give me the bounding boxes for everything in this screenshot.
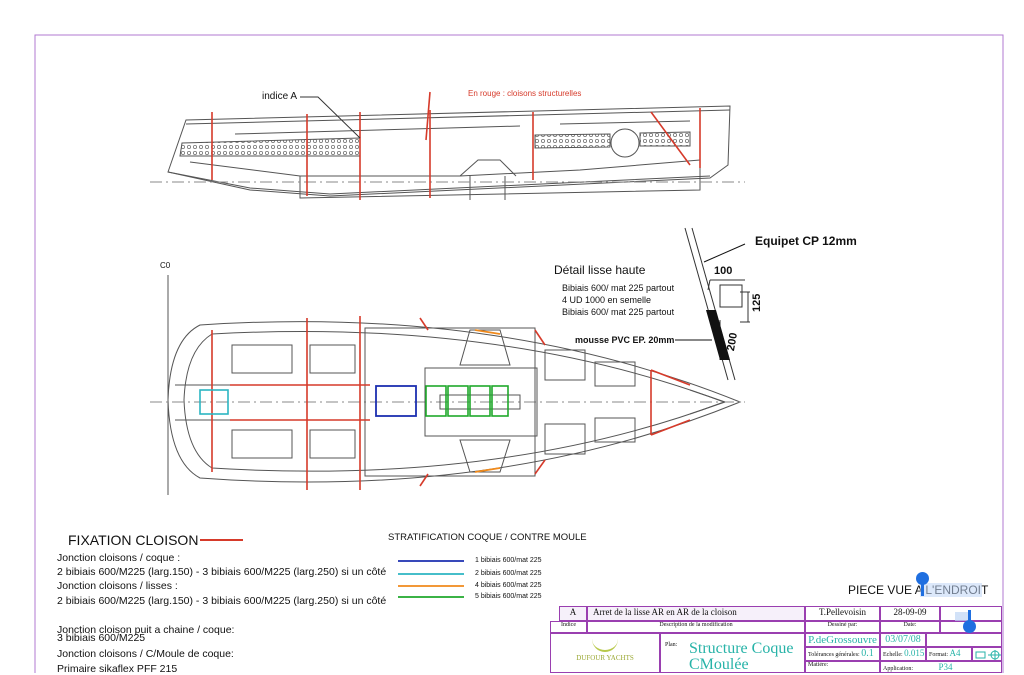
company-logo-icon [592, 638, 618, 652]
cursor-handle-bottom-stem [968, 610, 971, 622]
header-indice: Indice [561, 622, 576, 628]
cursor-handle-top-stem [921, 582, 924, 596]
en-rouge-label: En rouge : cloisons structurelles [468, 89, 582, 98]
strat-orange-marks [474, 329, 501, 473]
fixation-title: FIXATION CLOISON [68, 532, 199, 548]
header-dessine-cell: Dessiné par: [805, 621, 880, 633]
header-description: Description de la modification [659, 622, 733, 628]
company-name: DUFOUR YACHTS [576, 654, 634, 662]
fixation-line-4: 2 bibiais 600/M225 (larg.150) - 3 bibiai… [57, 595, 387, 607]
strat-item-4: 5 bibiais 600/mat 225 [475, 593, 542, 600]
dim-100-label: 100 [714, 265, 733, 277]
drawn-date: 03/07/08 [885, 634, 921, 645]
rev-letter: A [569, 607, 577, 617]
structural-bulkheads-side [211, 91, 701, 200]
tolerances-value: 0.1 [861, 648, 874, 659]
rev-letter-cell: A [559, 606, 587, 621]
piece-vue-selection [920, 583, 982, 597]
detail-line-1: Bibiais 600/ mat 225 partout [562, 283, 675, 293]
format-value: A4 [949, 648, 961, 658]
matiere-cell: Matière: [805, 661, 880, 673]
projection-symbol-icon [975, 650, 1001, 660]
strat-cyan-rect [199, 389, 229, 415]
header-date-cell: Date: [880, 621, 940, 633]
plan-label: Plan: [665, 642, 678, 648]
rev-extra-cell [940, 606, 1002, 621]
echelle-cell: Echelle: 0.015 [880, 647, 926, 661]
indice-label: indice A [262, 91, 298, 102]
echelle-value: 0.015 [904, 648, 925, 658]
header-date: Date: [903, 622, 917, 628]
fixation-line-6: 3 bibiais 600/M225 [57, 632, 146, 644]
header-indice-cell: Indice [550, 621, 587, 633]
rev-author-cell: T.Pellevoisin [805, 606, 880, 621]
mousse-label: mousse PVC EP. 20mm [575, 335, 675, 345]
fixation-line-5: Jonction cloison puit a chaine / coque: [57, 624, 235, 636]
company-logo-cell: DUFOUR YACHTS [550, 633, 660, 673]
format-label: Format: [929, 652, 948, 658]
cursor-handle-bottom[interactable] [963, 620, 976, 633]
rev-desc: Arret de la lisse AR en AR de la cloison [593, 607, 737, 617]
equipet-leader [703, 243, 746, 263]
projection-cell [972, 647, 1002, 661]
window-hatch-aft [179, 137, 361, 157]
strat-blue-rect [375, 385, 417, 417]
equipet-label: Equipet CP 12mm [755, 234, 857, 248]
strat-item-1: 1 bibiais 600/mat 225 [475, 557, 542, 564]
rev-author: T.Pellevoisin [818, 607, 867, 617]
drawn-date-cell: 03/07/08 [880, 633, 926, 647]
strat-item-2: 2 bibiais 600/mat 225 [475, 570, 542, 577]
echelle-label: Echelle: [883, 652, 903, 658]
rev-date: 28-09-09 [893, 607, 927, 617]
rev-date-cell: 28-09-09 [880, 606, 940, 621]
plan-name-2: CMoulée [689, 656, 749, 673]
fixation-line-8: Primaire sikaflex PFF 215 [57, 663, 178, 675]
fixation-line-3: Jonction cloisons / lisses : [57, 580, 178, 592]
cursor-handle-top[interactable] [916, 572, 929, 585]
dim-125-label: 125 [751, 293, 763, 312]
header-dessine: Dessiné par: [827, 622, 858, 628]
detail-line-2: 4 UD 1000 en semelle [562, 295, 652, 305]
format-cell: Format: A4 [926, 647, 972, 661]
selection-highlight [955, 612, 969, 621]
drawn-by: P.deGrossouvre [808, 634, 877, 646]
header-desc-cell: Description de la modification [587, 621, 805, 633]
fixation-line-2: 2 bibiais 600/M225 (larg.150) - 3 bibiai… [57, 566, 387, 578]
sheet-frame [34, 34, 1004, 673]
hull-plan-view [150, 321, 745, 483]
window-hatch-fwd [534, 133, 611, 149]
window-hatch-fwd2 [639, 131, 691, 147]
detail-line-3: Bibiais 600/ mat 225 partout [562, 307, 675, 317]
strat-item-3: 4 bibiais 600/mat 225 [475, 582, 542, 589]
tolerances-cell: Tolérances générales: 0.1 [805, 647, 880, 661]
drawn-by-cell: P.deGrossouvre [805, 633, 880, 647]
structural-bulkheads-plan [211, 316, 691, 490]
detail-title: Détail lisse haute [554, 263, 646, 277]
hull-side-profile [150, 105, 745, 200]
c0-label: C0 [160, 261, 171, 270]
rev-desc-cell: Arret de la lisse AR en AR de la cloison [587, 606, 805, 621]
drawn-extra-cell [926, 633, 1002, 647]
application-label: Application: [883, 666, 913, 672]
application-value: P34 [938, 662, 953, 672]
application-cell: Application: P34 [880, 661, 1002, 673]
plan-cell: Plan: Structure Coque CMoulée [660, 633, 805, 673]
matiere-label: Matière: [808, 662, 829, 668]
stratification-title: STRATIFICATION COQUE / CONTRE MOULE [388, 532, 587, 543]
detail-lisse-haute [684, 227, 750, 381]
fixation-line-7: Jonction cloisons / C/Moule de coque: [57, 648, 234, 660]
detail-foam-black [706, 310, 730, 360]
strat-green-rects [425, 385, 509, 417]
tolerances-label: Tolérances générales: [808, 652, 860, 658]
fixation-line-1: Jonction cloisons / coque : [57, 552, 181, 564]
indice-leader [300, 96, 361, 139]
plan-name-1: Structure Coque [689, 640, 794, 657]
